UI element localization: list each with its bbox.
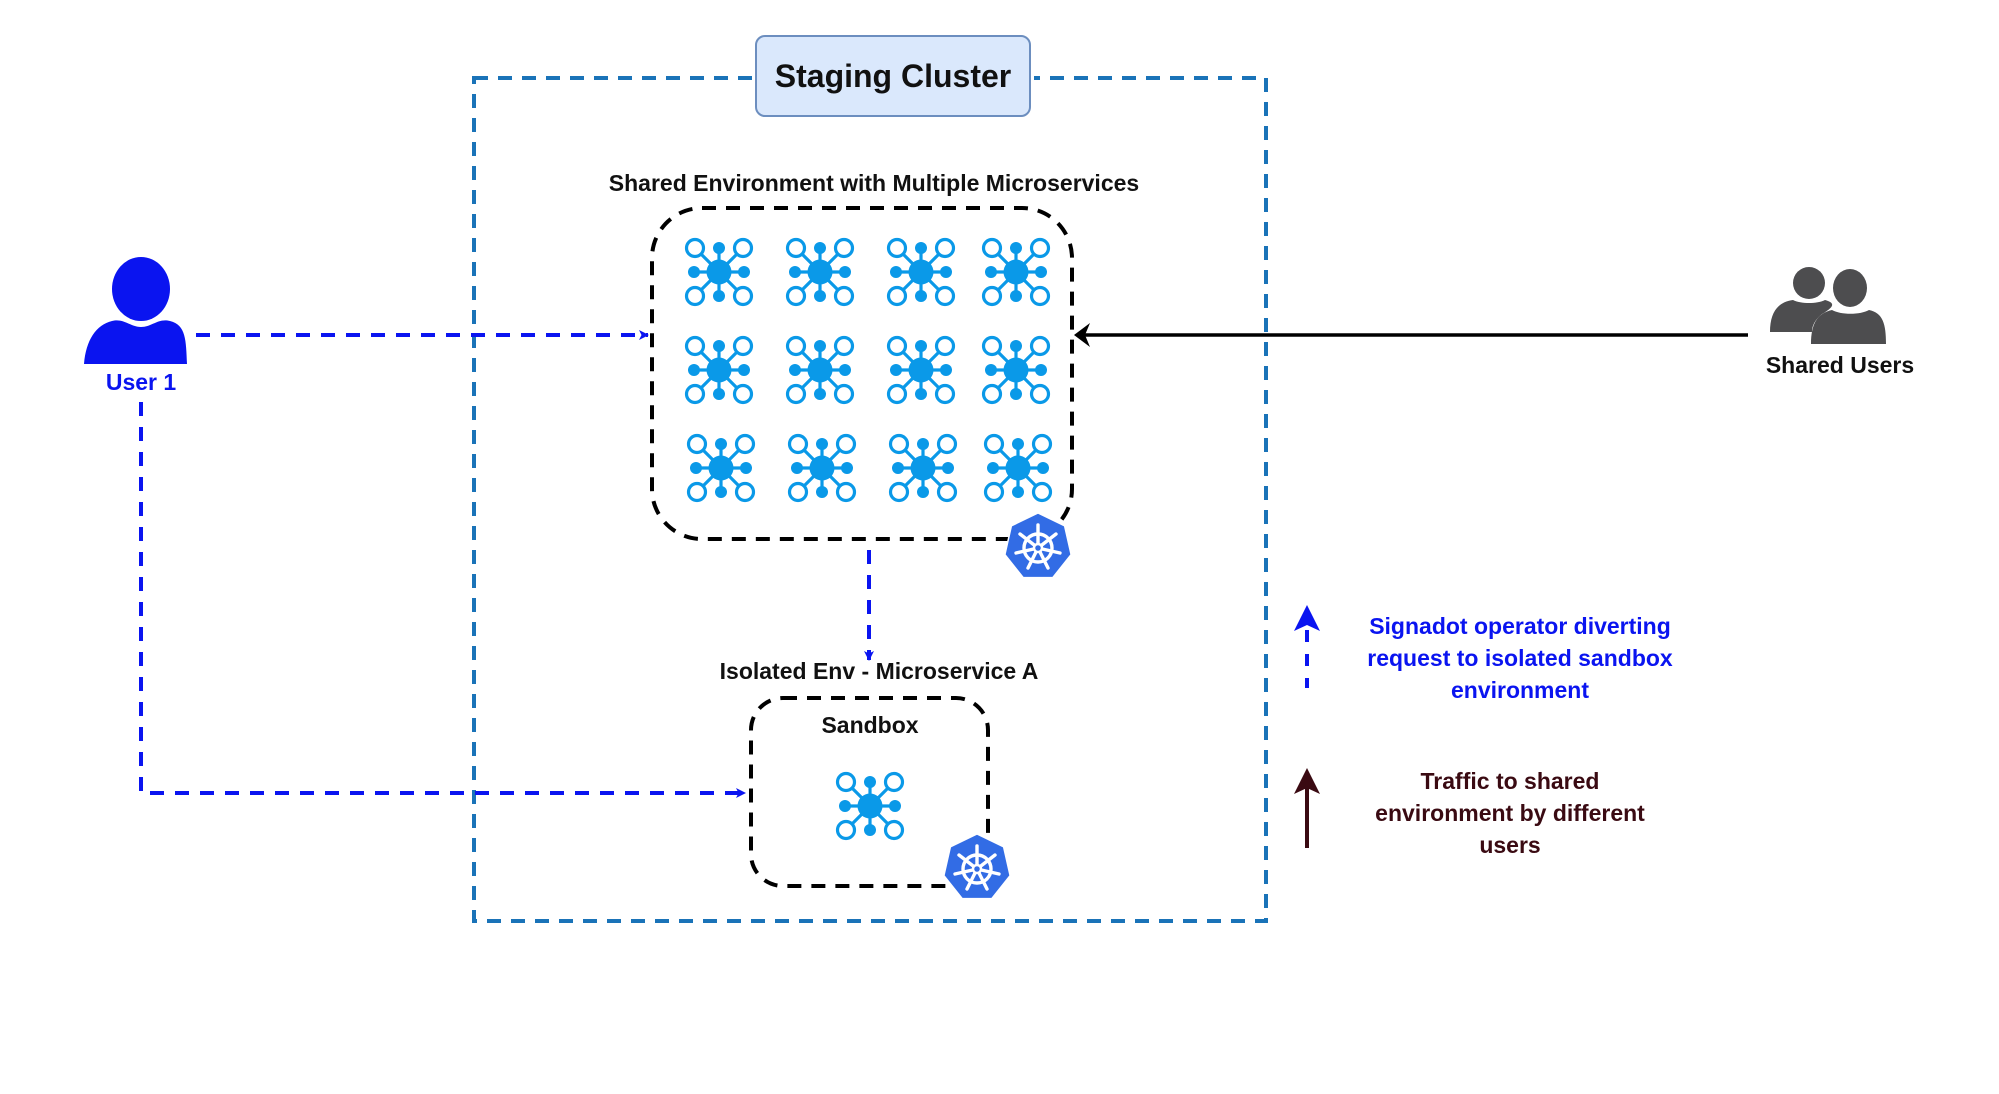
microservice-grid — [684, 237, 1053, 503]
legend-solid-arrow — [1294, 768, 1320, 848]
legend-divert-line: request to isolated sandbox — [1367, 645, 1673, 671]
microservice-icon — [785, 237, 855, 307]
shared-environment-container — [650, 206, 1074, 541]
user1-to-sandbox-arrow — [139, 402, 746, 798]
legend-traffic-line: users — [1479, 832, 1541, 858]
legend-divert-line: environment — [1450, 677, 1590, 703]
microservice-icon — [981, 237, 1051, 307]
microservice-icon — [835, 771, 905, 841]
staging-cluster-title: Staging Cluster — [755, 35, 1031, 117]
microservice-icon — [787, 433, 857, 503]
legend-divert-text: Signadot operator diverting request to i… — [1330, 610, 1710, 706]
sandbox-container — [749, 696, 990, 888]
user1-label: User 1 — [105, 369, 177, 395]
microservice-icon — [684, 237, 754, 307]
microservice-icon — [684, 335, 754, 405]
legend-dashed-arrow — [1294, 605, 1320, 688]
microservice-icon — [886, 335, 956, 405]
sandbox-label: Sandbox — [821, 712, 919, 738]
legend-traffic-line: Traffic to shared — [1420, 768, 1600, 794]
microservice-icon — [686, 433, 756, 503]
arrowhead — [1074, 323, 1090, 347]
legend-traffic-text: Traffic to shared environment by differe… — [1320, 765, 1700, 861]
kubernetes-icon — [1003, 511, 1073, 580]
shared-env-title: Shared Environment with Multiple Microse… — [608, 170, 1140, 196]
microservice-icon — [785, 335, 855, 405]
legend-traffic-line: environment by different — [1375, 800, 1645, 826]
legend-divert-line: Signadot operator diverting — [1369, 613, 1671, 639]
shared-users-label: Shared Users — [1765, 352, 1915, 378]
users-group-icon — [1770, 267, 1886, 344]
kubernetes-icon — [942, 832, 1012, 901]
user-icon — [84, 257, 187, 364]
microservice-icon — [983, 433, 1053, 503]
microservice-icon — [981, 335, 1051, 405]
isolated-env-title: Isolated Env - Microservice A — [719, 658, 1039, 684]
microservice-icon — [888, 433, 958, 503]
microservice-icon — [886, 237, 956, 307]
